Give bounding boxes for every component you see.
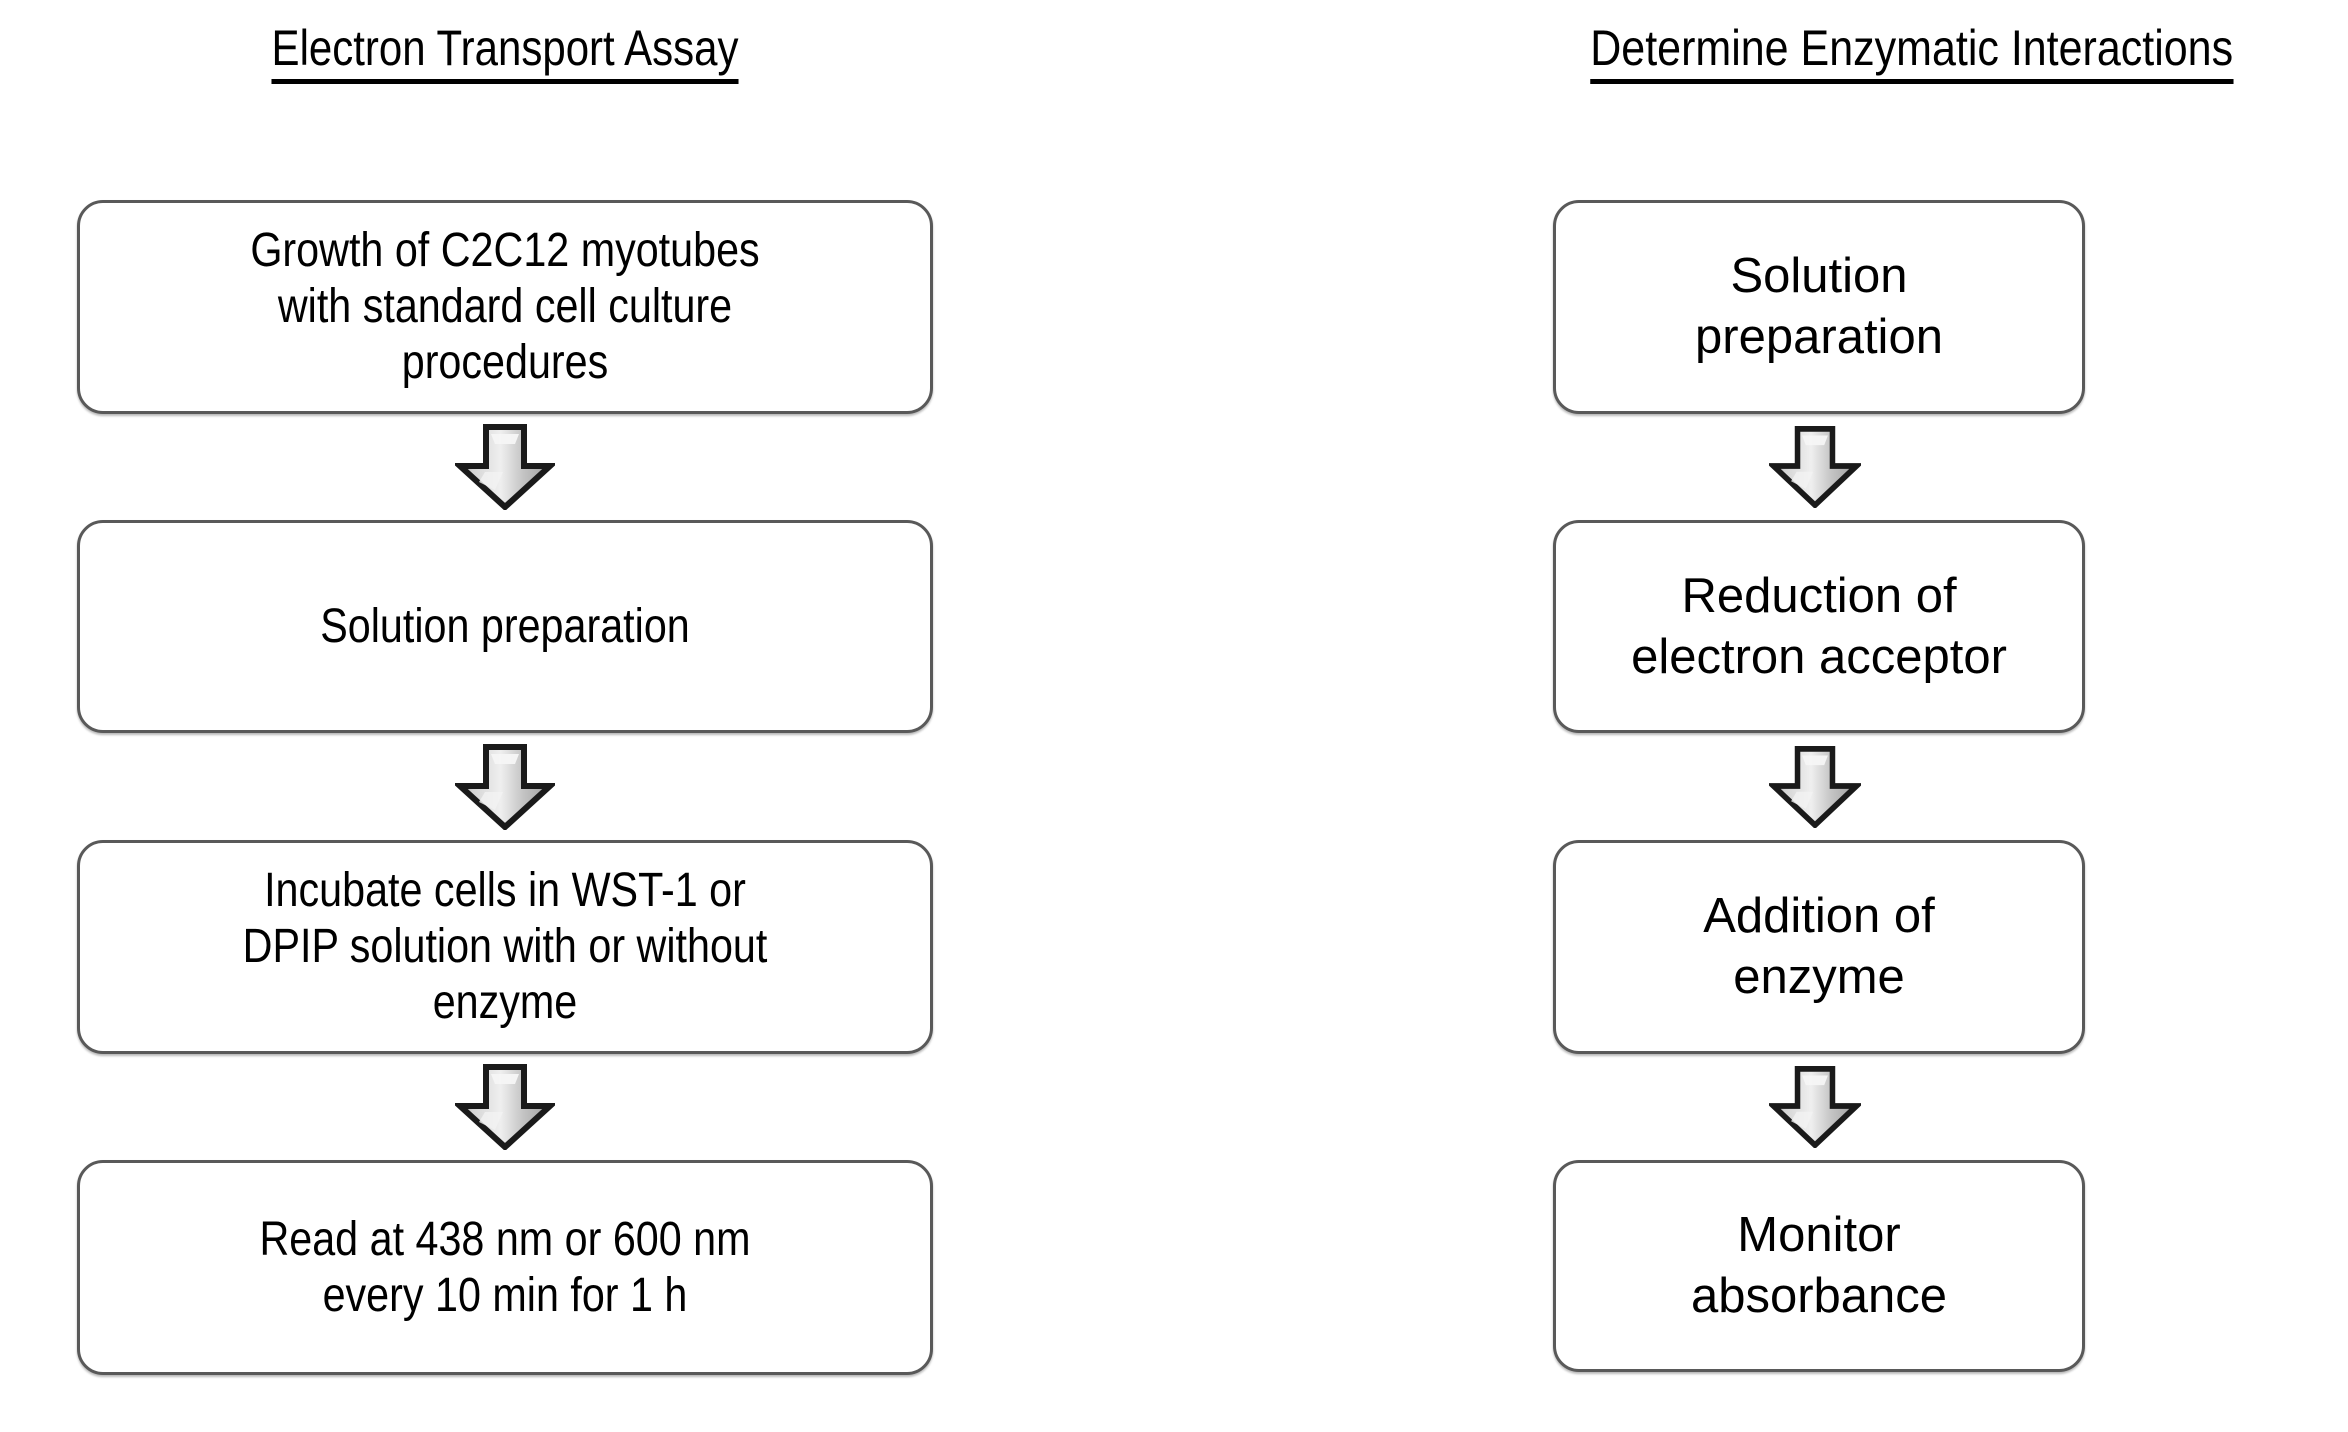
down-arrow-icon (455, 424, 555, 510)
column-title-text: Electron Transport Assay (271, 18, 739, 84)
down-arrow-icon (1769, 1066, 1861, 1148)
down-arrow-icon (455, 744, 555, 830)
flow-step-label: Read at 438 nm or 600 nm every 10 min fo… (259, 1212, 751, 1322)
flow-step-addition-enzyme: Addition of enzyme (1553, 840, 2085, 1054)
flow-step-reduction: Reduction of electron acceptor (1553, 520, 2085, 733)
flow-step-solution-preparation: Solution preparation (77, 520, 933, 733)
column-title-determine-enzymatic-interactions: Determine Enzymatic Interactions (1590, 18, 2234, 84)
down-arrow-icon (455, 1064, 555, 1150)
flow-step-label: Reduction of electron acceptor (1631, 568, 2007, 684)
flow-step-label: Solution preparation (1695, 249, 1943, 364)
flow-step-incubate: Incubate cells in WST-1 or DPIP solution… (77, 840, 933, 1054)
column-title-electron-transport-assay: Electron Transport Assay (145, 18, 864, 84)
flow-step-label: Addition of enzyme (1703, 889, 1935, 1004)
flow-step-growth: Growth of C2C12 myotubes with standard c… (77, 200, 933, 414)
flow-step-solution-preparation: Solution preparation (1553, 200, 2085, 414)
flow-step-label: Monitor absorbance (1690, 1208, 1948, 1323)
flow-step-label: Growth of C2C12 myotubes with standard c… (250, 224, 760, 389)
down-arrow-icon (1769, 746, 1861, 828)
down-arrow-icon (1769, 426, 1861, 508)
flow-step-label: Solution preparation (320, 599, 690, 653)
flow-step-label: Incubate cells in WST-1 or DPIP solution… (242, 864, 768, 1029)
flow-step-read: Read at 438 nm or 600 nm every 10 min fo… (77, 1160, 933, 1375)
flow-step-monitor: Monitor absorbance (1553, 1160, 2085, 1372)
column-title-text: Determine Enzymatic Interactions (1590, 18, 2234, 84)
